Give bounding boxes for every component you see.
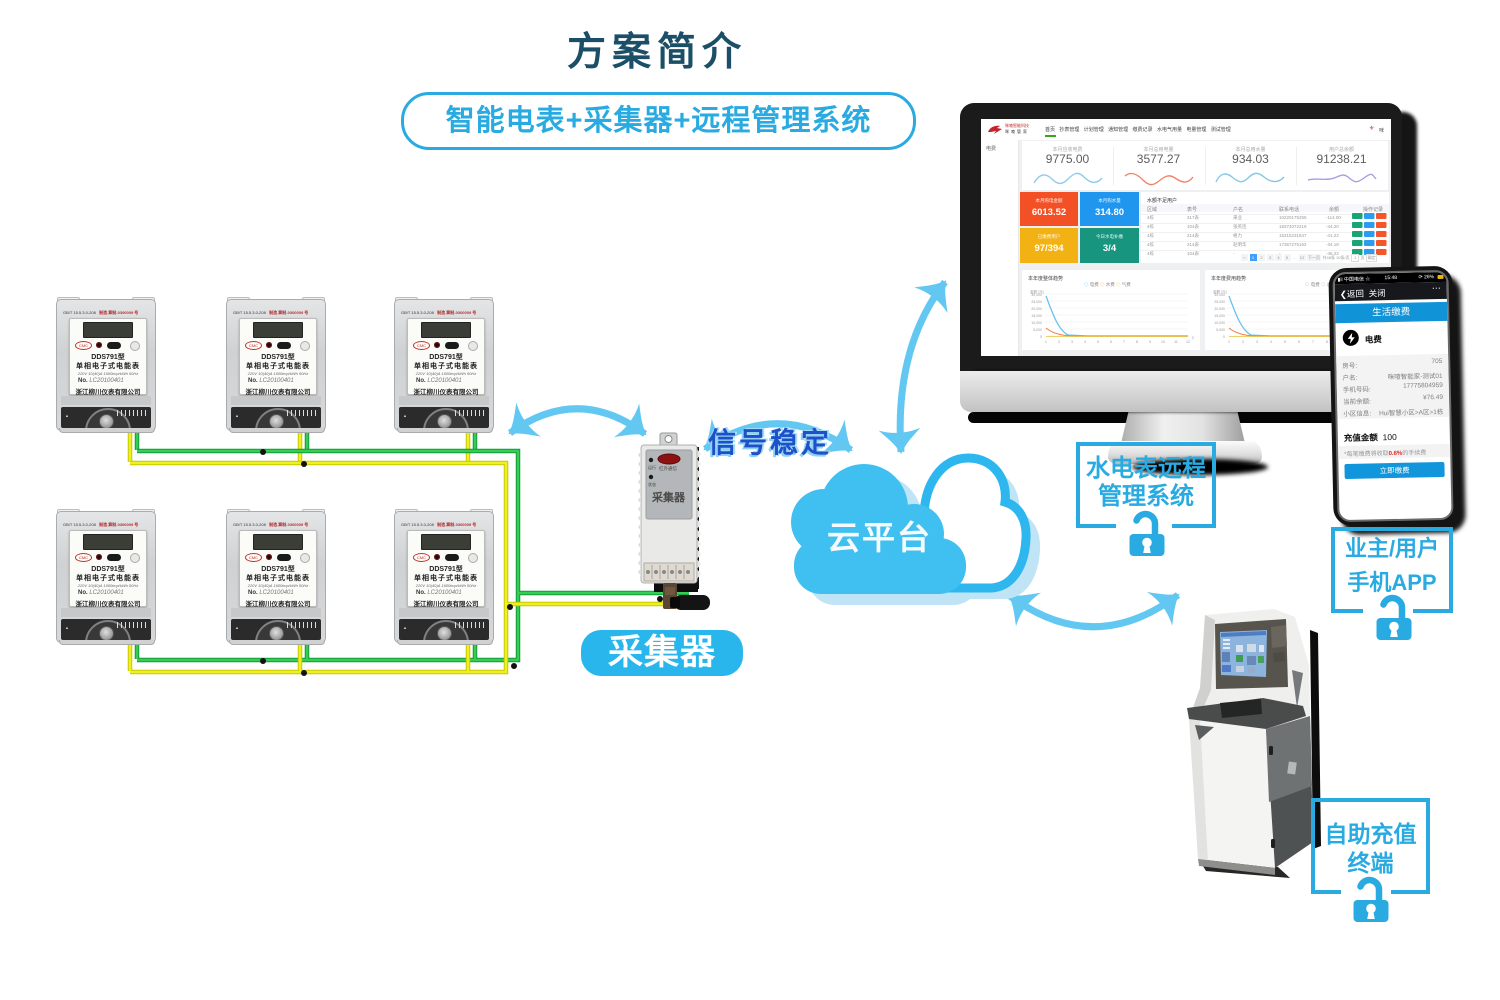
svg-text:11: 11 (1174, 340, 1178, 344)
svg-text:8: 8 (1326, 340, 1328, 344)
svg-text:0: 0 (1040, 335, 1042, 339)
svg-text:25,000: 25,000 (1214, 300, 1225, 304)
svg-text:8: 8 (1136, 340, 1138, 344)
svg-text:5: 5 (1284, 340, 1286, 344)
svg-text:1: 1 (1228, 340, 1230, 344)
svg-text:云平台: 云平台 (827, 519, 932, 556)
svg-text:金额 (元): 金额 (元) (1213, 290, 1227, 294)
svg-text:10,000: 10,000 (1214, 321, 1225, 325)
svg-text:6: 6 (1298, 340, 1300, 344)
svg-text:5,000: 5,000 (1033, 328, 1042, 332)
svg-text:20,000: 20,000 (1214, 307, 1225, 311)
svg-text:采集器: 采集器 (651, 490, 686, 504)
svg-text:3: 3 (1071, 340, 1073, 344)
svg-text:1: 1 (1045, 340, 1047, 344)
svg-text:20,000: 20,000 (1031, 307, 1042, 311)
svg-text:6: 6 (1110, 340, 1112, 344)
svg-text:运行: 运行 (648, 464, 656, 470)
svg-text:7: 7 (1312, 340, 1314, 344)
svg-text:0: 0 (1223, 335, 1225, 339)
svg-text:10,000: 10,000 (1031, 321, 1042, 325)
svg-text:10: 10 (1161, 340, 1165, 344)
svg-text:5,000: 5,000 (1216, 328, 1225, 332)
svg-text:4: 4 (1084, 340, 1086, 344)
svg-text:月: 月 (1192, 335, 1194, 340)
svg-text:4: 4 (1270, 340, 1272, 344)
svg-text:25,000: 25,000 (1031, 300, 1042, 304)
svg-text:状态: 状态 (648, 481, 656, 487)
svg-text:15,000: 15,000 (1031, 314, 1042, 318)
svg-text:30,000: 30,000 (1031, 293, 1042, 297)
svg-text:12: 12 (1186, 340, 1190, 344)
svg-text:7: 7 (1123, 340, 1125, 344)
svg-text:9: 9 (1149, 340, 1151, 344)
svg-text:红外通信: 红外通信 (659, 465, 677, 472)
svg-text:3: 3 (1256, 340, 1258, 344)
svg-text:5: 5 (1097, 340, 1099, 344)
svg-text:2: 2 (1242, 340, 1244, 344)
svg-text:金额 (元): 金额 (元) (1030, 290, 1044, 294)
svg-text:2: 2 (1058, 340, 1060, 344)
svg-text:15,000: 15,000 (1214, 314, 1225, 318)
svg-text:30,000: 30,000 (1214, 293, 1225, 297)
